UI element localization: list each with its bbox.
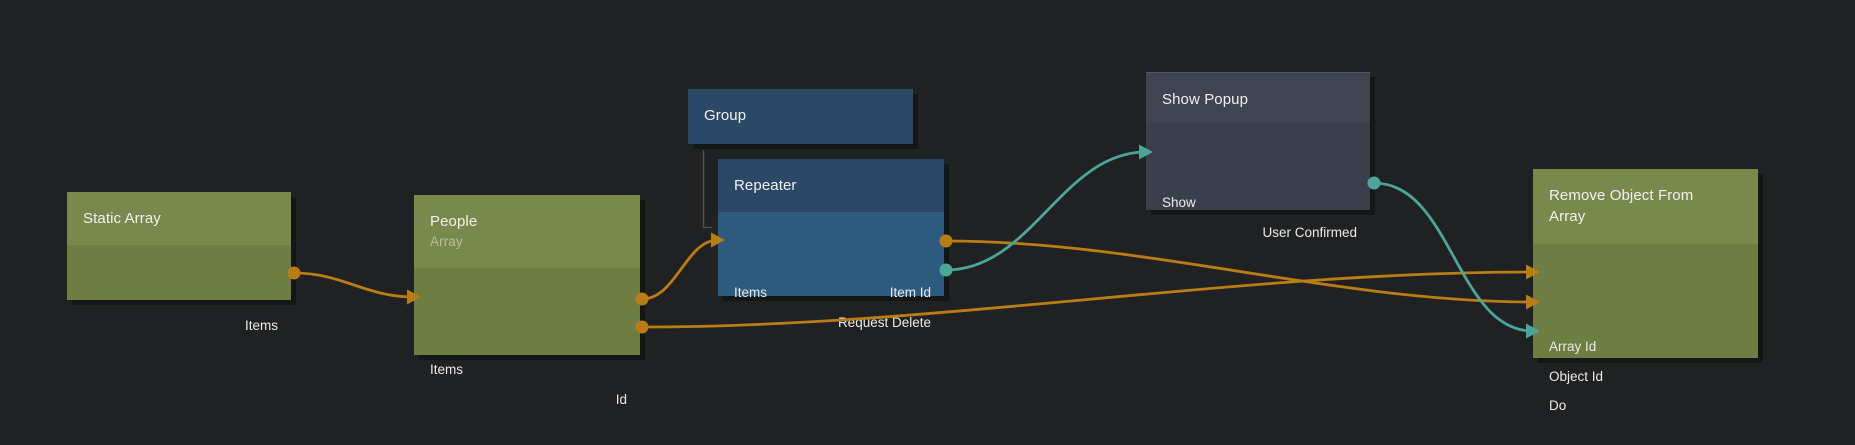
node-body: Show User Confirmed	[1146, 123, 1370, 240]
node-title: Static Array	[67, 192, 291, 245]
port-remove-do-input[interactable]: Do	[1549, 396, 1566, 416]
node-static-array[interactable]: Static Array Items	[67, 192, 291, 333]
port-people-items-input[interactable]: Items	[430, 360, 463, 380]
node-title: Repeater	[718, 159, 944, 212]
wire-repeater-request-delete-to-show-popup-show[interactable]	[945, 150, 1147, 272]
port-label: User Confirmed	[1262, 225, 1357, 240]
port-repeater-item-id-output[interactable]: Item Id	[890, 283, 931, 303]
node-repeater[interactable]: Repeater Items Item Id Request Delete	[718, 159, 944, 330]
node-title: Show Popup	[1146, 72, 1370, 123]
wire-static-array-items-to-people-items[interactable]	[293, 271, 415, 299]
port-label: Item Id	[889, 285, 931, 300]
node-body: Items Item Id Request Delete	[718, 212, 944, 330]
node-remove-object-from-array[interactable]: Remove Object From Array Array Id Object…	[1533, 169, 1758, 413]
node-group[interactable]: Group	[688, 89, 913, 144]
node-title: Group	[688, 89, 913, 144]
port-repeater-items-input[interactable]: Items	[734, 283, 767, 303]
node-body: Items	[67, 245, 291, 333]
node-header: People Array	[414, 195, 640, 268]
port-remove-array-id-input[interactable]: Array Id	[1549, 337, 1596, 357]
port-label: Do	[1549, 398, 1567, 413]
group-child-tree-connector	[702, 150, 712, 229]
port-people-id-output[interactable]: Id	[616, 390, 627, 410]
port-label: Array Id	[1549, 339, 1597, 354]
port-label: Id	[615, 392, 627, 407]
port-label: Items	[430, 362, 464, 377]
port-static-array-items-output[interactable]: Items	[245, 316, 278, 336]
node-subtitle: Array	[430, 234, 463, 249]
node-body: Items Id	[414, 268, 640, 407]
node-title: Remove Object From Array	[1533, 169, 1758, 244]
node-people[interactable]: People Array Items Id	[414, 195, 640, 407]
wire-repeater-item-id-to-remove-object-id[interactable]	[945, 239, 1534, 304]
port-remove-object-id-input[interactable]: Object Id	[1549, 367, 1603, 387]
port-label: Show	[1162, 195, 1196, 210]
wire-people-items-to-repeater-items[interactable]	[641, 238, 719, 301]
port-label: Items	[734, 285, 768, 300]
node-title: People	[430, 213, 478, 230]
port-label: Object Id	[1549, 369, 1604, 384]
node-body: Array Id Object Id Do	[1533, 244, 1758, 413]
port-repeater-request-delete-output[interactable]: Request Delete	[838, 313, 931, 333]
wire-show-popup-user-confirmed-to-remove-do[interactable]	[1373, 181, 1534, 333]
port-show-popup-show-input[interactable]: Show	[1162, 193, 1196, 213]
port-label: Request Delete	[837, 315, 931, 330]
port-label: Items	[244, 318, 278, 333]
node-show-popup[interactable]: Show Popup Show User Confirmed	[1146, 72, 1370, 240]
port-show-popup-user-confirmed-output[interactable]: User Confirmed	[1262, 223, 1357, 243]
